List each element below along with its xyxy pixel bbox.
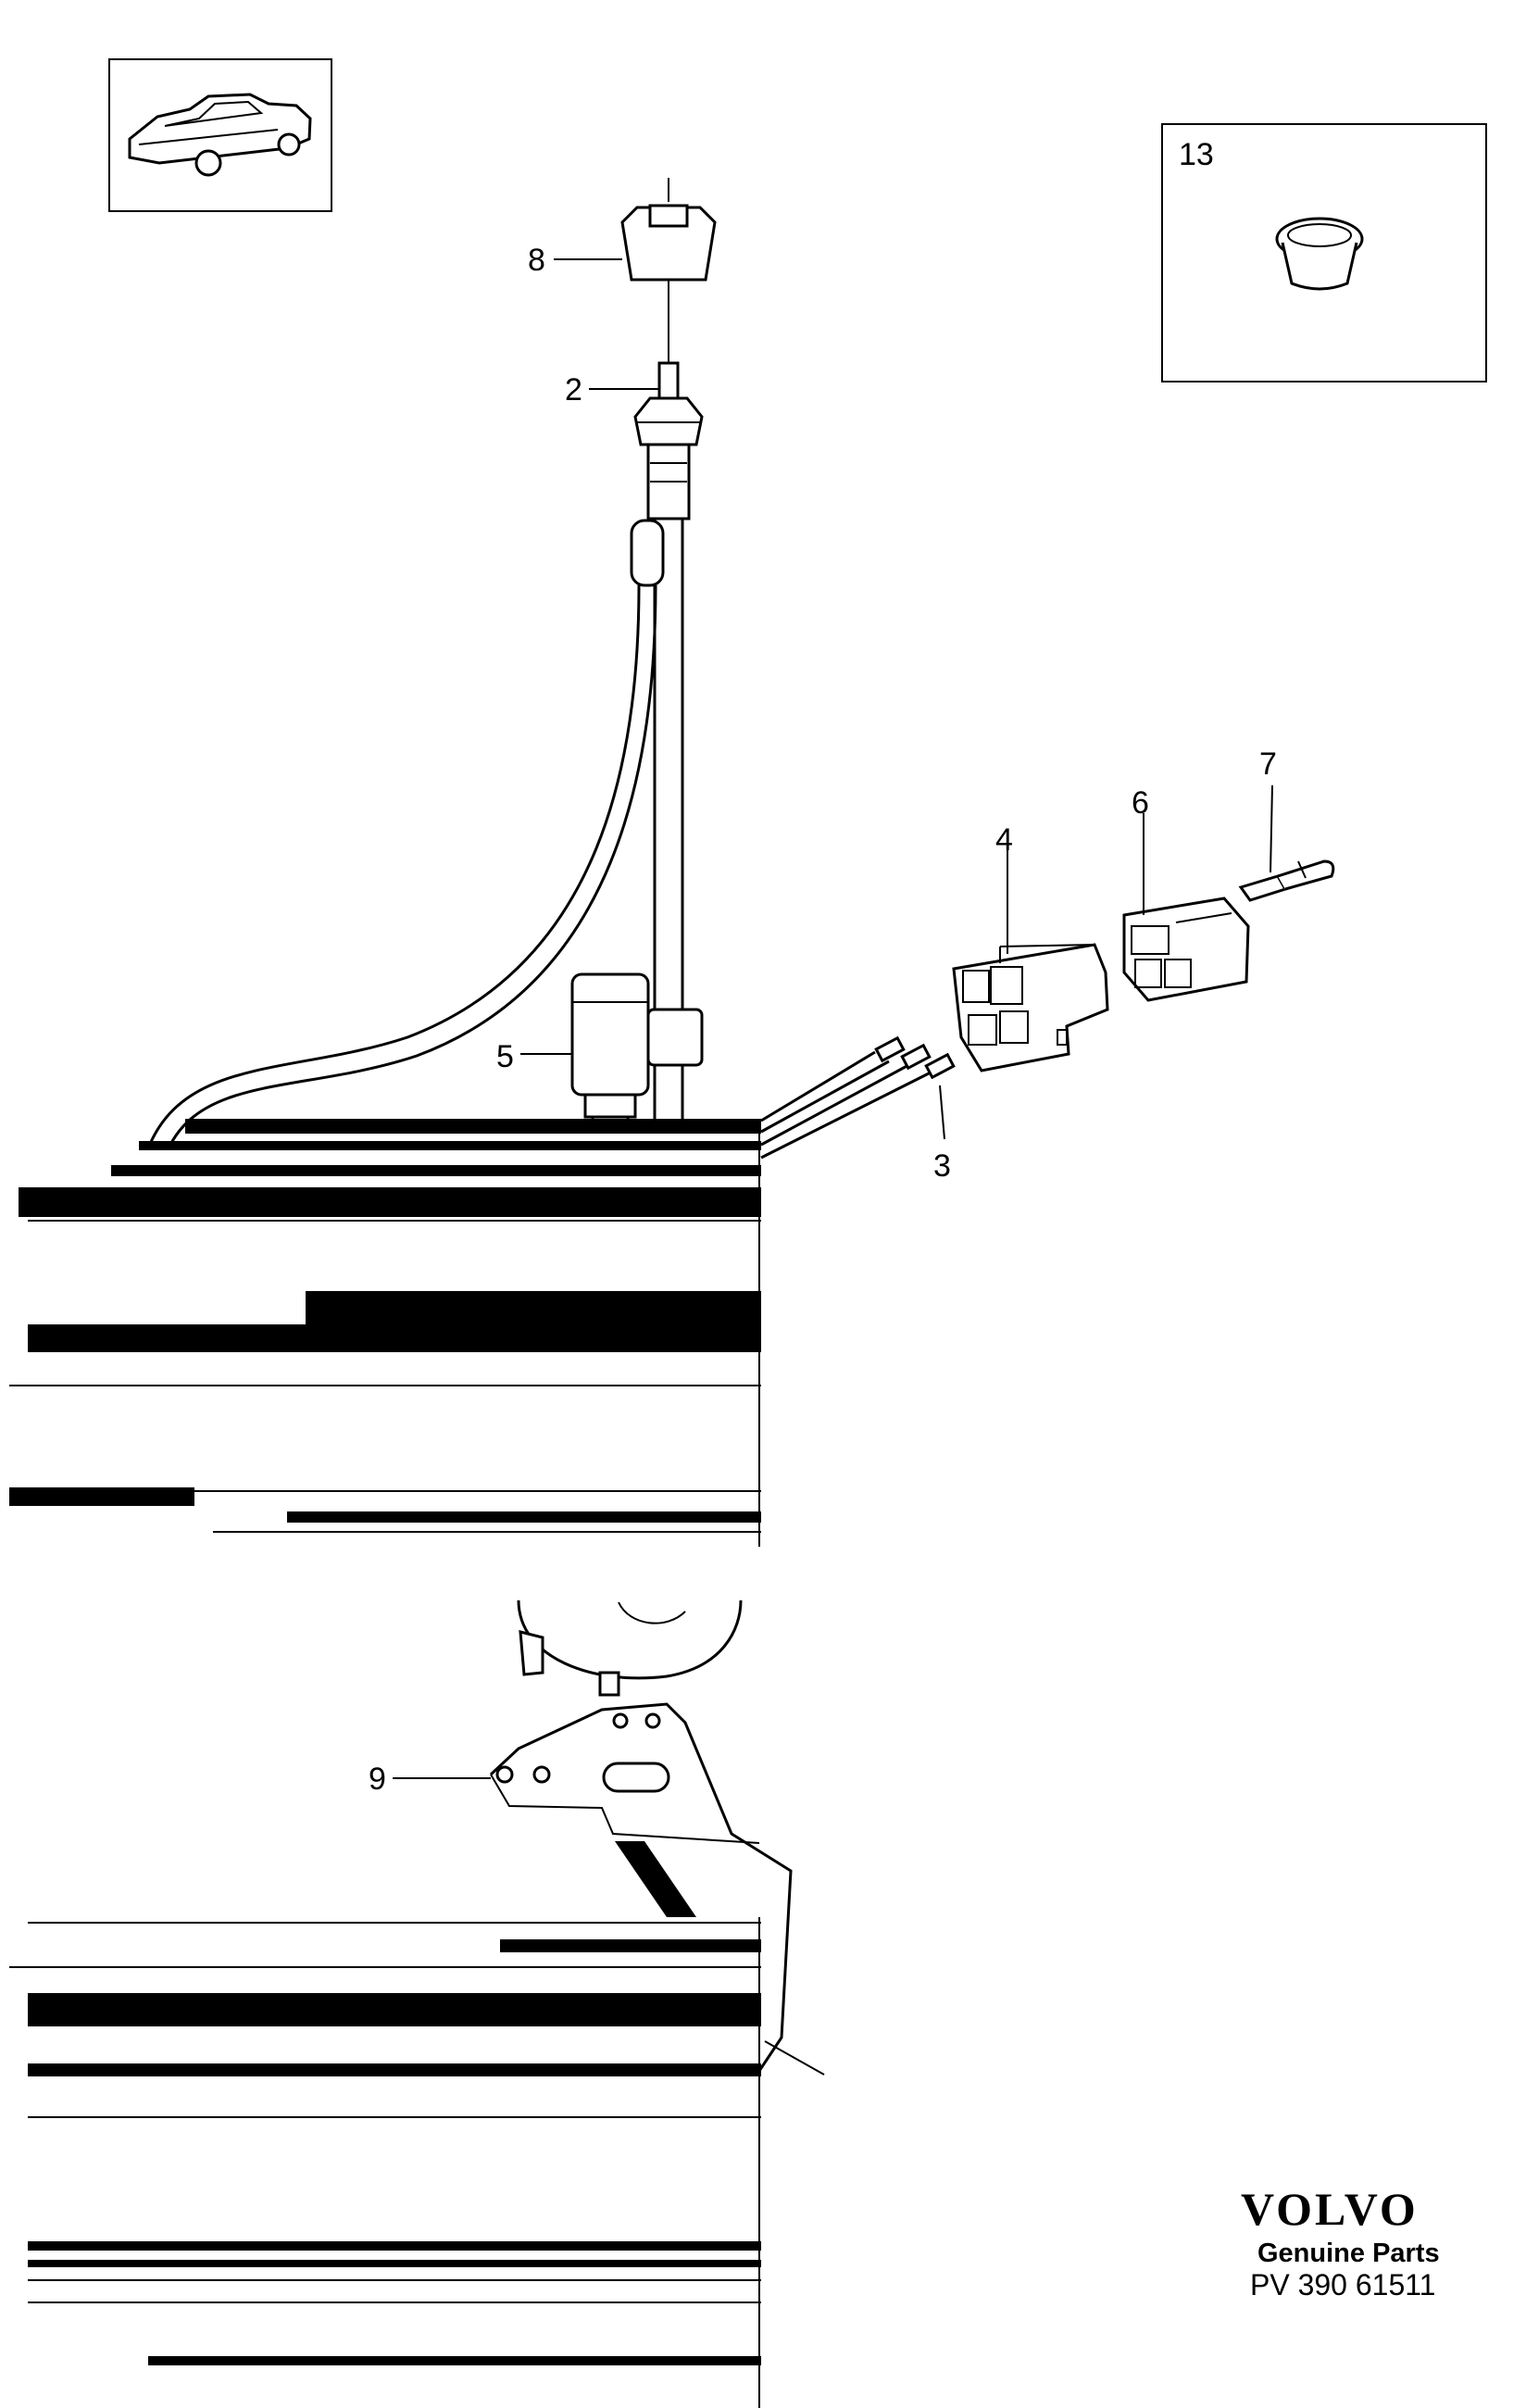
body-panel-lower xyxy=(9,1917,761,2408)
horn-assembly xyxy=(517,1599,743,1697)
volvo-logo: VOLVO xyxy=(1241,2183,1419,2235)
mounting-bracket: 9 xyxy=(369,1702,825,2076)
antenna-relay: 5 xyxy=(496,972,650,1132)
antenna-cap: 8 xyxy=(528,178,717,363)
callout-7: 7 xyxy=(1259,746,1277,782)
antenna-cable xyxy=(146,519,665,1149)
body-panel-upper xyxy=(9,1119,761,1547)
car-thumbnail-icon xyxy=(128,93,312,177)
callout-8: 8 xyxy=(528,243,545,278)
callout-6: 6 xyxy=(1132,785,1149,821)
vehicle-thumbnail xyxy=(108,58,332,212)
wire-set: 3 xyxy=(760,1035,956,1184)
connector-housing-large: 4 xyxy=(952,822,1109,1072)
callout-5: 5 xyxy=(496,1039,514,1074)
grommet-icon xyxy=(1275,217,1364,291)
inset-part-13: 13 xyxy=(1161,123,1487,383)
mast-lower-housing xyxy=(646,1008,704,1132)
callout-9: 9 xyxy=(369,1762,386,1797)
brand-subtitle: Genuine Parts xyxy=(1257,2239,1440,2268)
callout-3: 3 xyxy=(933,1148,951,1184)
terminal-pin: 7 xyxy=(1238,746,1335,902)
callout-13: 13 xyxy=(1179,137,1214,172)
branding-block: VOLVO Genuine Parts PV 390 61511 xyxy=(1241,2183,1440,2301)
callout-4: 4 xyxy=(995,822,1013,858)
callout-2: 2 xyxy=(565,372,582,408)
drawing-code: PV 390 61511 xyxy=(1250,2268,1435,2301)
connector-housing-small: 6 xyxy=(1122,785,1250,1002)
